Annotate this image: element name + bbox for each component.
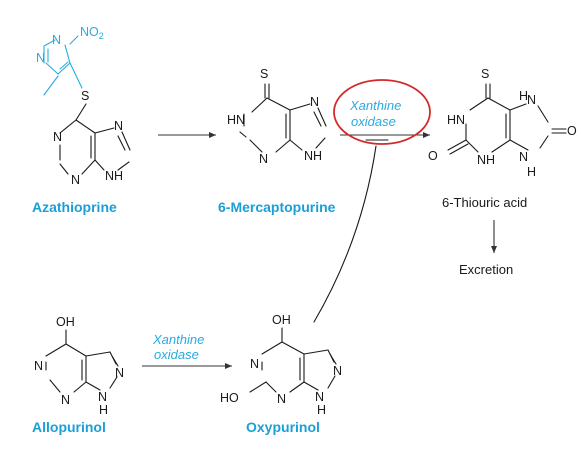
- atom-n: N: [315, 390, 324, 404]
- atom-o: O: [428, 149, 438, 163]
- atom-nh: NH: [304, 149, 322, 163]
- atom-s: S: [481, 67, 489, 81]
- atom-n: N: [259, 152, 268, 166]
- atom-n: N: [36, 51, 45, 65]
- atom-n: N: [114, 119, 123, 133]
- atom-n: N: [310, 95, 319, 109]
- atom-n: N: [34, 359, 43, 373]
- enzyme-name-line2: oxidase: [154, 347, 199, 362]
- atom-oh: OH: [56, 315, 75, 329]
- nitro-main: NO: [80, 25, 99, 39]
- nitro-label: NO2: [80, 25, 104, 41]
- enzyme-label-top: Xanthine oxidase: [349, 98, 401, 129]
- atom-s: S: [81, 89, 89, 103]
- atom-o: O: [567, 124, 577, 138]
- atom-h: H: [519, 89, 528, 103]
- nitroimidazole-group: N N NO2: [36, 25, 104, 96]
- atom-n: N: [52, 33, 61, 47]
- atom-nh: NH: [105, 169, 123, 183]
- inhibition-line: [313, 145, 377, 323]
- allopurinol-structure: OH N N N N H Allopurinol: [32, 315, 124, 435]
- atom-h: H: [317, 403, 326, 417]
- atom-oh: OH: [272, 313, 291, 327]
- enzyme-name-line2: oxidase: [351, 114, 396, 129]
- atom-n: N: [277, 392, 286, 406]
- atom-n: N: [71, 173, 80, 187]
- label-excretion: Excretion: [459, 262, 513, 277]
- thiouric-acid-structure: S HN NH O H N N H O 6-Thiouric acid: [428, 67, 577, 210]
- atom-n: N: [98, 390, 107, 404]
- label-mercaptopurine: 6-Mercaptopurine: [218, 199, 336, 215]
- atom-n: N: [53, 130, 62, 144]
- azathioprine-structure: N N NO2 S N N N NH Azathioprine: [32, 25, 131, 215]
- atom-n: N: [333, 364, 342, 378]
- enzyme-name-line1: Xanthine: [349, 98, 401, 113]
- atom-n: N: [527, 93, 536, 107]
- atom-s: S: [260, 67, 268, 81]
- atom-ho: HO: [220, 391, 239, 405]
- atom-nh: NH: [477, 153, 495, 167]
- enzyme-name-line1: Xanthine: [152, 332, 204, 347]
- atom-n: N: [115, 366, 124, 380]
- atom-h: H: [527, 165, 536, 179]
- label-oxypurinol: Oxypurinol: [246, 419, 320, 435]
- label-allopurinol: Allopurinol: [32, 419, 106, 435]
- atom-hn: HN: [227, 113, 245, 127]
- nitro-sub: 2: [99, 31, 104, 41]
- atom-n: N: [250, 357, 259, 371]
- atom-n: N: [61, 393, 70, 407]
- oxypurinol-structure: OH N N HO N N H Oxypurinol: [220, 313, 342, 435]
- label-thiouric-acid: 6-Thiouric acid: [442, 195, 527, 210]
- label-azathioprine: Azathioprine: [32, 199, 117, 215]
- mercaptopurine-structure: S HN N N NH 6-Mercaptopurine: [218, 67, 336, 215]
- atom-hn: HN: [447, 113, 465, 127]
- atom-n: N: [519, 150, 528, 164]
- atom-h: H: [99, 403, 108, 417]
- highlight-ring: [333, 79, 431, 145]
- enzyme-label-bottom: Xanthine oxidase: [152, 332, 204, 362]
